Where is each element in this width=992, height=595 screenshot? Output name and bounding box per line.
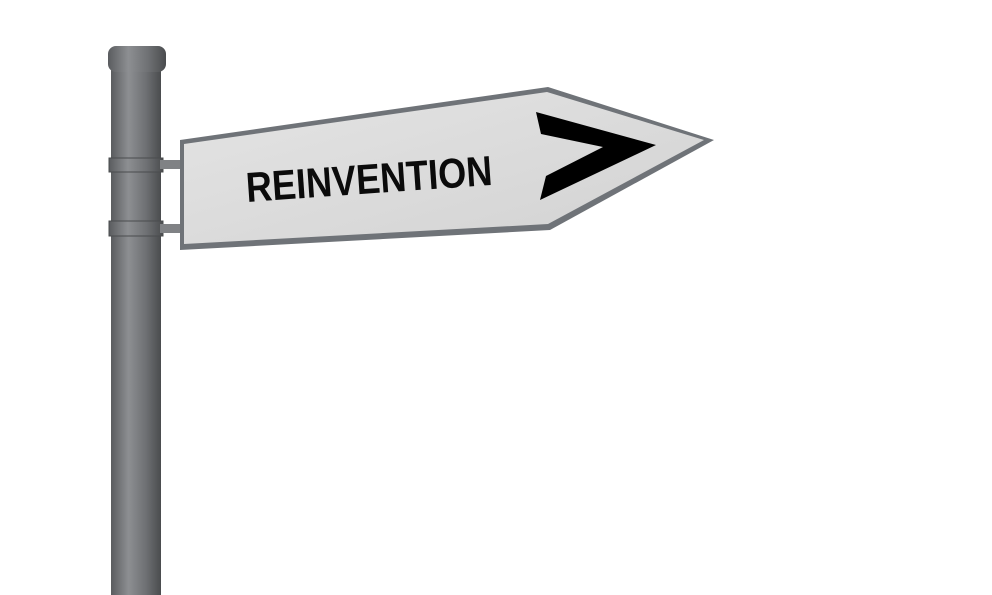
- pole-band: [108, 220, 164, 237]
- pole-cap: [108, 46, 166, 72]
- arrow-sign: REINVENTION: [180, 87, 714, 250]
- pole-band: [108, 157, 164, 173]
- bracket: [160, 224, 182, 233]
- pole: [108, 46, 182, 595]
- bracket: [160, 160, 182, 169]
- chevron-right-icon: [536, 112, 656, 200]
